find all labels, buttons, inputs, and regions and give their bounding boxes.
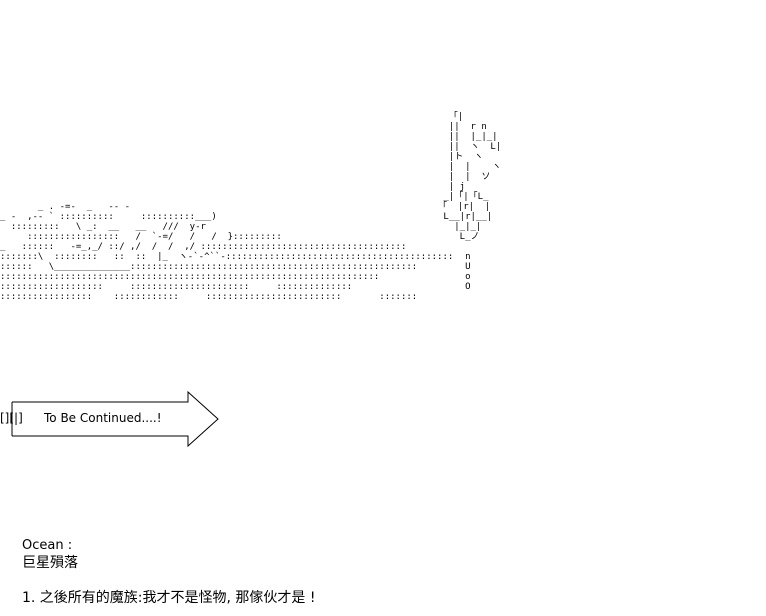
footnote-line: 1. 之後所有的魔族:我才不是怪物, 那傢伙才是 ! [22, 590, 316, 606]
banner-mark: [][|] [0, 411, 23, 425]
arrow-shape-icon [11, 390, 219, 448]
ascii-figure-right: 「| || r n || |_|_| || ヽ L| |ト ヽ | | ヽ | … [438, 112, 502, 292]
continued-arrow: [][|] To Be Continued....! [0, 390, 230, 450]
ascii-figure-left: _ . -=- _ -- - _ - ,-- ` :::::::::: ::::… [0, 202, 454, 302]
ocean-title: 巨星殞落 [22, 555, 78, 571]
to-be-continued-text: To Be Continued....! [44, 411, 162, 425]
ocean-label: Ocean : [22, 538, 73, 553]
